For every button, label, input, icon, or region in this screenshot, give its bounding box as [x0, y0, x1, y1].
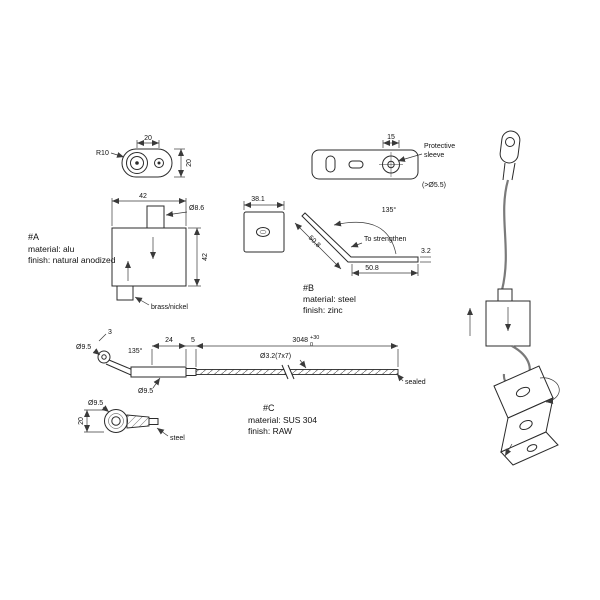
dim-c-terminal-length: 24: [165, 337, 173, 344]
part-b-title: #B: [303, 283, 314, 293]
part-c-terminal: [130, 366, 187, 378]
cable-upper: [500, 179, 510, 291]
part-a-finish: finish: natural anodized: [28, 255, 116, 265]
part-a-material: material: alu: [28, 244, 75, 254]
part-b-end-outline: [243, 211, 285, 253]
dim-c-eyelet-width: 20: [78, 417, 85, 425]
part-b-material: material: steel: [303, 294, 356, 304]
dim-a-body-width: 42: [139, 193, 147, 200]
note-b-protective-1: Protective: [424, 143, 455, 150]
dim-c-cable-tol-upper: +30: [310, 335, 319, 341]
part-a-front-view: 42 Ø8.6 42 brass/nickel: [111, 193, 209, 311]
dim-c-cable-tol-lower: 0: [310, 342, 313, 348]
dim-c-eyelet-dia: Ø9.5: [88, 400, 103, 407]
bracket-flange: [500, 431, 559, 466]
note-c-steel: steel: [170, 435, 185, 442]
dim-a-body-height: 42: [202, 253, 209, 261]
part-c-wire-rope: [195, 369, 399, 375]
note-a-plating: brass/nickel: [151, 304, 188, 311]
part-a-tab: [116, 285, 134, 301]
part-a-top-outline: [121, 148, 173, 178]
dim-a-boss-dia: Ø8.6: [189, 205, 204, 212]
part-b-finish: finish: zinc: [303, 305, 343, 315]
dim-a-top-width: 20: [144, 135, 152, 142]
part-c-eye: [97, 350, 111, 364]
dim-b-bend-angle: 135°: [382, 206, 397, 214]
dim-a-top-height: 20: [186, 159, 193, 167]
dim-c-bend-angle: 135°: [128, 347, 143, 355]
part-b-bracket-view: 135° To strengthen 50.8 3.2 50.8: [294, 206, 431, 276]
part-a-boss: [146, 205, 165, 228]
dim-b-plate-width: 38.1: [251, 196, 265, 203]
part-c-cable-view: 3 Ø9.5 135° 24 5 3048 +30 0 Ø3.2(7x7) Ø9…: [76, 329, 426, 395]
dim-c-eye-dia: Ø9.5: [76, 344, 91, 351]
note-b-sleeve-dia: (>Ø5.5): [422, 182, 446, 189]
assembly-illustration: [467, 130, 560, 466]
part-b-strip-outline: [311, 149, 419, 180]
part-b-end-view: 38.1: [243, 196, 285, 253]
break-mark: [287, 364, 295, 380]
note-c-sealed: sealed: [405, 379, 426, 386]
dim-c-cable-dia: Ø3.2(7x7): [260, 353, 291, 360]
part-a-title: #A: [28, 232, 39, 242]
clevis-lug: [499, 130, 521, 164]
note-b-protective-2: sleeve: [424, 152, 444, 159]
part-b-bracket-outline: [301, 212, 419, 263]
rotate-arrow-icon: [539, 377, 560, 404]
part-c-eyelet-detail: Ø9.5 20 steel: [78, 400, 185, 442]
part-c-finish: finish: RAW: [248, 426, 292, 436]
part-c-title: #C: [263, 403, 275, 413]
dim-b-base-length: 50.8: [365, 265, 379, 272]
dim-b-thickness: 3.2: [421, 248, 431, 255]
part-c-eyelet: [104, 409, 128, 433]
note-b-strengthen: To strengthen: [364, 236, 407, 243]
part-b-info-block: #B material: steel finish: zinc: [303, 283, 356, 315]
dim-a-radius: R10: [96, 150, 109, 157]
break-mark: [281, 364, 289, 380]
dim-c-sleeve-dia: Ø9.5: [138, 388, 153, 395]
dim-c-step: 5: [191, 337, 195, 344]
part-a-top-view: 20 R10 20: [96, 135, 193, 178]
part-a-info-block: #A material: alu finish: natural anodize…: [28, 232, 116, 265]
part-b-strip-view: 15 Protective sleeve (>Ø5.5): [311, 134, 455, 189]
dim-b-hole-offset: 15: [387, 134, 395, 141]
part-a-body: [111, 227, 187, 287]
dim-c-eye-thickness: 3: [108, 329, 112, 336]
dim-c-cable-length: 3048: [292, 337, 308, 344]
down-left-arrow-icon: [504, 443, 513, 457]
part-c-material: material: SUS 304: [248, 415, 317, 425]
part-c-info-block: #C material: SUS 304 finish: RAW: [248, 403, 317, 436]
